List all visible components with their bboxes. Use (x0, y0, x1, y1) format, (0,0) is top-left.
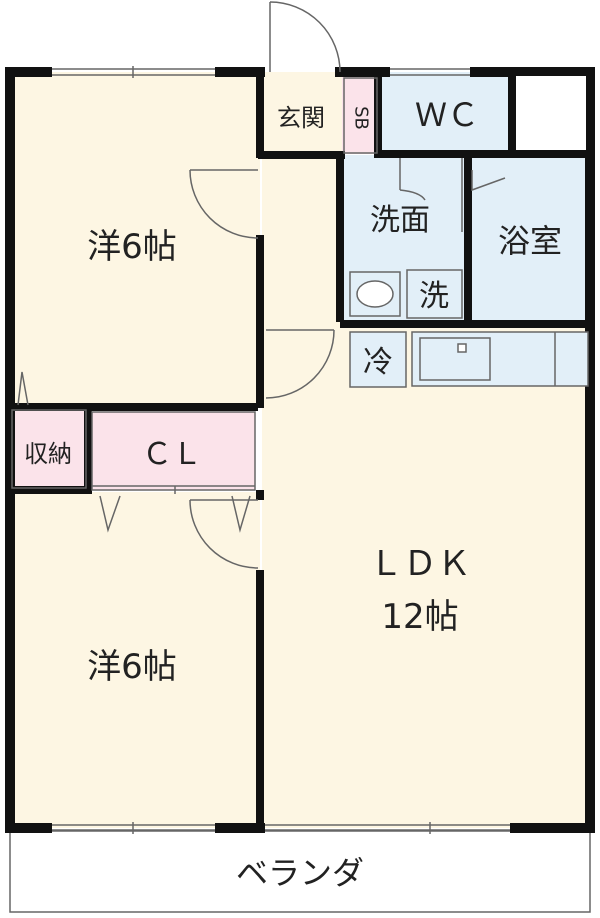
ldk-label: ＬＤＫ (369, 544, 471, 584)
ldk-size-label: 12帖 (381, 597, 458, 637)
entrance-label: 玄関 (277, 104, 325, 132)
storage-area (10, 408, 86, 490)
storage-box-top-right (516, 76, 586, 150)
closet-frames (11, 77, 378, 494)
bath-area (467, 155, 590, 325)
doors (17, 1, 506, 569)
hallway-area (262, 155, 342, 330)
balcony-label: ベランダ (236, 854, 364, 892)
shoe-box-label: SB (351, 106, 372, 130)
laundry-space (406, 269, 463, 319)
western-room-top-label: 洋6帖 (87, 227, 177, 267)
kitchen-sink (419, 337, 491, 381)
western-room-top-area (10, 72, 260, 407)
exterior-walls (5, 67, 595, 833)
laundry-label: 洗 (419, 279, 449, 314)
windows (52, 66, 510, 834)
western-room-bottom-area (10, 492, 260, 828)
fridge-label: 冷 (363, 345, 393, 380)
western-room-bottom-label: 洋6帖 (87, 647, 177, 687)
interior-walls (10, 68, 590, 832)
bath-label: 浴室 (498, 222, 562, 260)
shoe-box-area (342, 76, 378, 154)
fridge-space (349, 331, 407, 388)
wc-label: ＷＣ (415, 96, 479, 134)
closet-label: ＣＬ (142, 437, 202, 472)
fixtures (349, 269, 589, 388)
ldk-area (262, 325, 590, 828)
wc-area (382, 72, 512, 154)
washroom-label: 洗面 (370, 203, 430, 238)
storage-label: 収納 (24, 440, 72, 468)
entrance-area (262, 72, 342, 155)
closet-area (90, 412, 255, 490)
balcony-area (9, 829, 591, 913)
